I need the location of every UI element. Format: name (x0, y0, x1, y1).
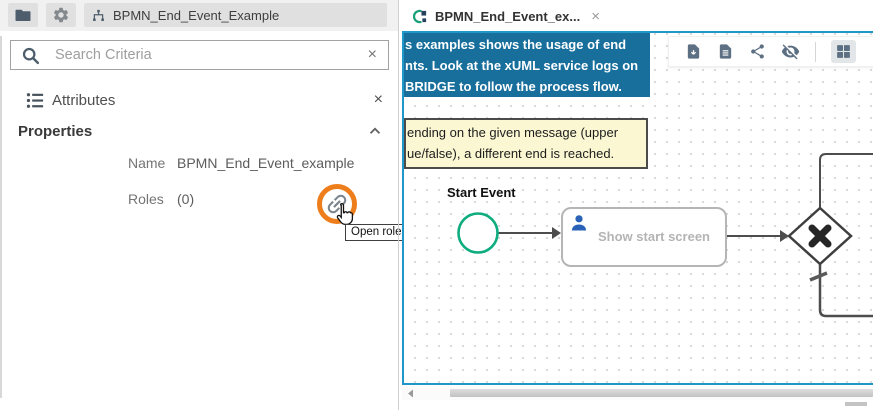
roles-field-value: (0) (177, 191, 195, 207)
left-panel-scroll-edge (0, 36, 2, 398)
exclusive-gateway-node[interactable] (787, 206, 853, 266)
open-role-editor-link-icon[interactable] (324, 191, 350, 217)
hint-note-line: ue/false), a different end is reached. (407, 146, 615, 161)
search-clear-icon[interactable]: × (367, 46, 377, 63)
bpmn-diagram-icon (413, 9, 427, 23)
diagram-edges-layer (457, 153, 873, 318)
diagram-tab-close-icon[interactable]: × (591, 7, 600, 25)
user-task-icon (571, 215, 587, 231)
toolbar-separator (815, 41, 816, 62)
scroll-left-icon[interactable] (407, 389, 414, 398)
scrollbar-thumb[interactable] (450, 389, 873, 397)
property-row-name: Name BPMN_End_Event_example (0, 155, 399, 175)
left-toolbar: BPMN_End_Event_Example (0, 0, 399, 31)
start-event-label: Start Event (447, 185, 516, 200)
hint-note-shape[interactable]: ending on the given message (upper ue/fa… (404, 118, 648, 169)
search-input[interactable] (53, 46, 357, 64)
task-show-start-screen[interactable]: Show start screen (561, 207, 727, 267)
horizontal-scrollbar (402, 386, 873, 400)
folder-button[interactable] (8, 3, 38, 27)
settings-button[interactable] (46, 3, 76, 27)
property-row-roles: Roles (0) (0, 191, 399, 211)
search-box: × (10, 40, 389, 70)
info-note-shape[interactable]: s examples shows the usage of end nts. L… (404, 33, 650, 97)
attributes-close-icon[interactable]: × (373, 91, 383, 108)
model-tab[interactable]: BPMN_End_Event_Example (84, 3, 387, 27)
arrowhead-icon (780, 230, 789, 242)
hint-note-line: ending on the given message (upper (407, 125, 619, 140)
properties-title: Properties (18, 122, 93, 140)
model-tab-label: BPMN_End_Event_Example (113, 7, 280, 23)
info-note-line: s examples shows the usage of end (405, 37, 627, 52)
hide-visibility-icon[interactable] (781, 42, 800, 61)
attributes-list-icon (26, 92, 44, 108)
document-icon[interactable] (717, 43, 734, 60)
roles-field-label: Roles (128, 191, 164, 207)
info-note-line: nts. Look at the xUML service logs on (405, 58, 639, 73)
diagram-tab-label: BPMN_End_Event_ex... (435, 8, 581, 24)
arrowhead-icon (552, 227, 561, 239)
properties-section-header[interactable]: Properties (0, 119, 399, 143)
attributes-title: Attributes (52, 91, 116, 109)
service-model-icon (93, 9, 104, 21)
grid-layout-icon[interactable] (831, 40, 856, 63)
share-icon[interactable] (749, 43, 766, 60)
mini-scrollbar-thumb[interactable] (845, 402, 867, 406)
diagram-tab[interactable]: BPMN_End_Event_ex... × (405, 2, 610, 30)
info-note-line: BRIDGE to follow the process flow. (405, 79, 622, 94)
task-label: Show start screen (598, 229, 710, 244)
search-icon (22, 47, 40, 64)
canvas-toolbar (668, 36, 873, 67)
panel-divider (398, 0, 399, 410)
gear-icon (53, 7, 69, 23)
download-file-icon[interactable] (685, 43, 702, 60)
diagram-canvas[interactable]: s examples shows the usage of end nts. L… (402, 31, 873, 385)
default-flow-marker (809, 271, 828, 282)
editor-tab-bar: BPMN_End_Event_ex... × (402, 0, 873, 31)
chevron-up-icon[interactable] (367, 123, 383, 139)
attributes-panel-header: Attributes × (0, 85, 399, 115)
name-field-value: BPMN_End_Event_example (177, 155, 355, 171)
start-event-node[interactable] (457, 212, 499, 254)
name-field-label: Name (128, 155, 166, 171)
folder-icon (15, 9, 31, 21)
gateway-x-marker (808, 224, 832, 248)
